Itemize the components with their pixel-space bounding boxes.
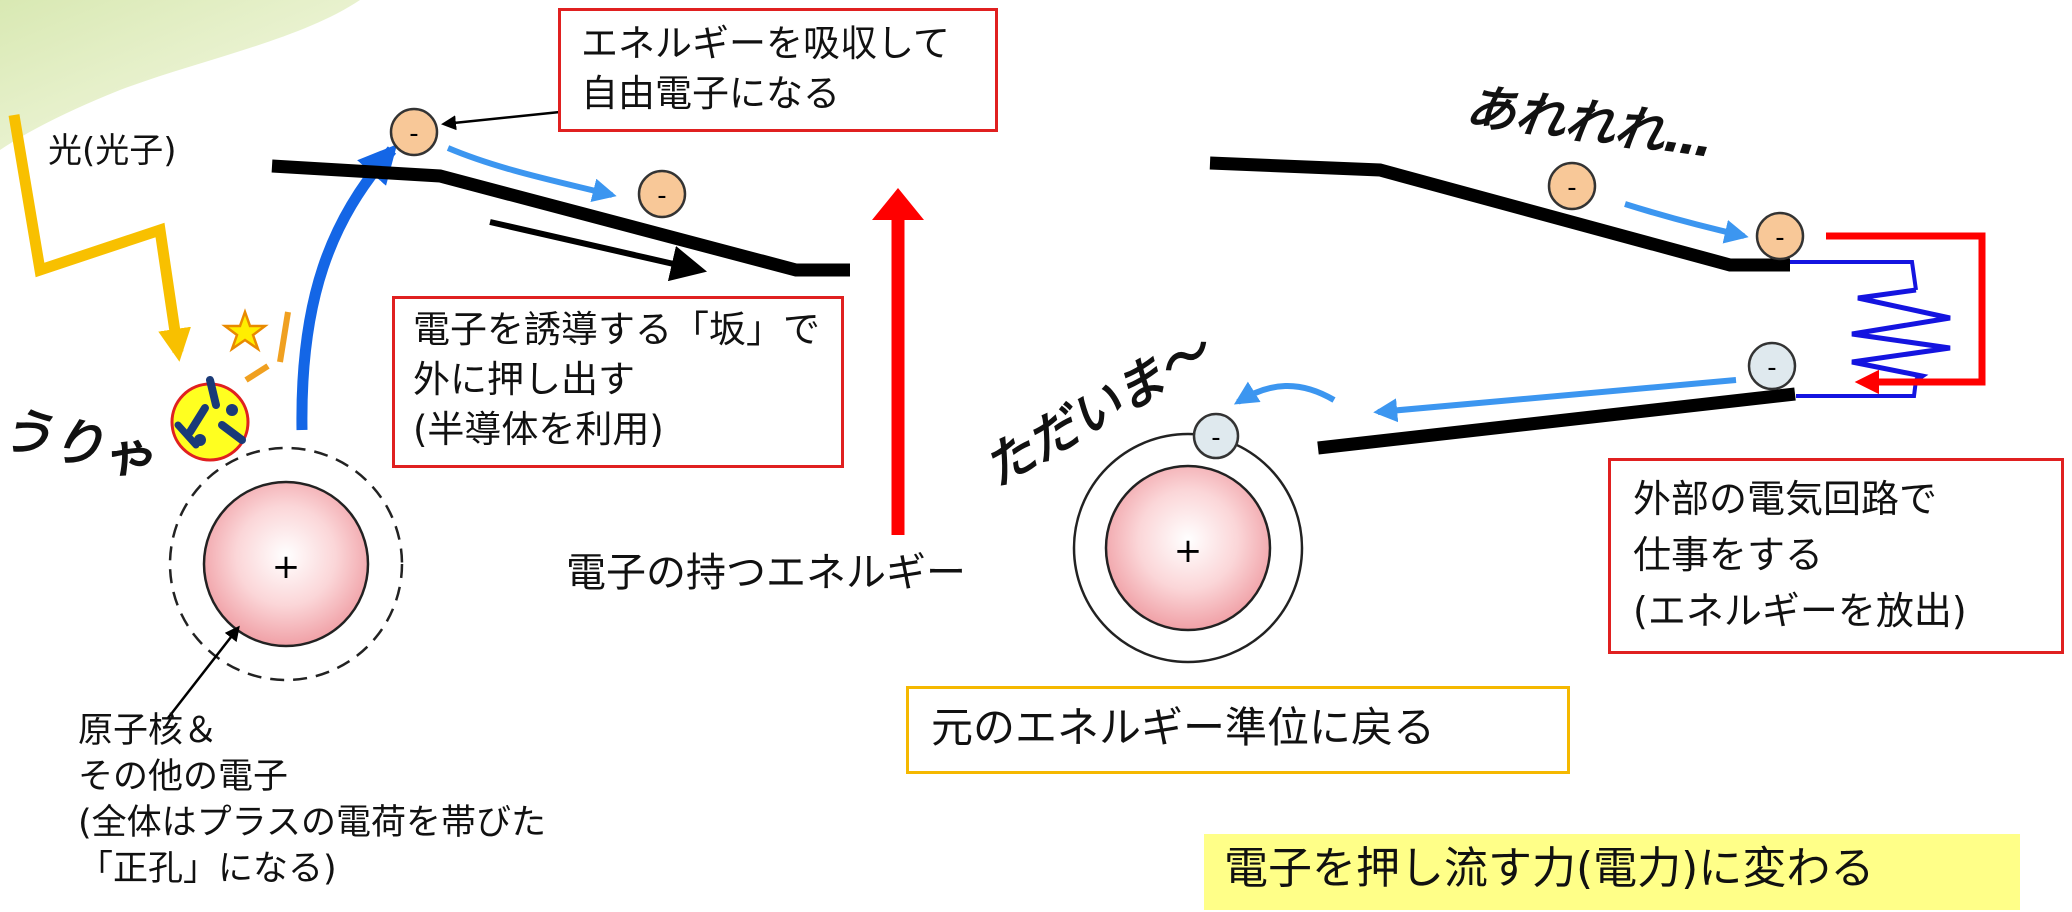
work-line-2: 仕事をする: [1633, 533, 1824, 577]
electron-freed-minus: -: [409, 119, 418, 149]
light-ray-arrow: [8, 114, 191, 362]
energy-slope-right: [1209, 156, 1790, 272]
box-force: 電子を押し流す力(電力)に変わる: [1204, 834, 2020, 910]
electron-circuit-entry-minus: -: [1775, 223, 1784, 253]
circuit-current-red: [1826, 232, 1986, 395]
excited-electron-character: [170, 376, 250, 462]
foliage-decoration: [0, 0, 360, 150]
electron-right-slope: [1547, 161, 1597, 211]
electron-circuit-entry: [1755, 211, 1805, 261]
box-return: 元のエネルギー準位に戻る: [906, 686, 1570, 774]
nucleus-pointer-arrow: [167, 625, 240, 719]
nucleus-left-plus: +: [272, 547, 301, 587]
nucleus-line-1: 原子核＆: [78, 711, 219, 751]
slope-direction-arrow: [489, 219, 708, 282]
electron-move-arrow-right: [1624, 201, 1749, 244]
electron-sliding-minus: -: [657, 181, 666, 211]
work-line-1: 外部の電気回路で: [1633, 477, 1938, 521]
nucleus-line-3: (全体はプラスの電荷を帯びた: [78, 803, 546, 843]
electron-circuit-exit-minus: -: [1767, 353, 1776, 383]
energy-slope-left: [271, 159, 850, 277]
label-light: 光(光子): [48, 131, 177, 171]
absorb-line-1: エネルギーを吸収して: [581, 22, 950, 65]
slope-line-2: 外に押し出す: [413, 358, 635, 401]
slope-line-3: (半導体を利用): [413, 408, 664, 451]
return-level-line: [1317, 387, 1796, 455]
electron-jump-arrow: [296, 144, 398, 431]
atom-outer-shell-solid: [1072, 432, 1304, 664]
box-slope: 電子を誘導する「坂」で 外に押し出す (半導体を利用): [392, 296, 844, 468]
absorb-pointer-arrow: [441, 110, 561, 131]
electron-freed: [389, 107, 439, 157]
electron-returned: [1192, 412, 1240, 460]
return-arrow-curve: [1233, 381, 1336, 405]
spark-line-2: [244, 363, 270, 383]
atom-outer-shell-dashed: [168, 446, 404, 682]
label-electron-energy: 電子の持つエネルギー: [566, 550, 966, 596]
box-absorb: エネルギーを吸収して 自由電子になる: [558, 8, 998, 132]
electron-move-arrow-left: [446, 145, 617, 202]
label-nucleus: 原子核＆ その他の電子 (全体はプラスの電荷を帯びた 「正孔」になる): [78, 708, 546, 892]
spark-line-1: [277, 311, 291, 363]
label-return: 元のエネルギー準位に戻る: [931, 703, 1436, 752]
work-line-3: (エネルギーを放出): [1633, 589, 1967, 633]
energy-red-arrowhead: [872, 188, 924, 220]
slope-line-1: 電子を誘導する「坂」で: [413, 308, 820, 351]
absorb-line-2: 自由電子になる: [581, 72, 840, 115]
electron-sliding: [637, 169, 687, 219]
label-force: 電子を押し流す力(電力)に変わる: [1224, 843, 1875, 894]
return-arrow-long: [1373, 377, 1737, 423]
nucleus-right-plus: +: [1174, 531, 1203, 571]
nucleus-left: [202, 480, 370, 648]
electron-right-slope-minus: -: [1567, 173, 1576, 203]
star-icon: [221, 308, 269, 353]
electron-circuit-exit: [1747, 341, 1797, 391]
nucleus-line-2: その他の電子: [78, 757, 289, 797]
resistor-coil: [1851, 287, 1951, 383]
electron-returned-minus: -: [1211, 423, 1220, 453]
nucleus-right: [1104, 464, 1272, 632]
nucleus-line-4: 「正孔」になる): [78, 849, 337, 889]
box-work: 外部の電気回路で 仕事をする (エネルギーを放出): [1608, 458, 2064, 654]
circuit-wire-top: [1790, 260, 1918, 291]
